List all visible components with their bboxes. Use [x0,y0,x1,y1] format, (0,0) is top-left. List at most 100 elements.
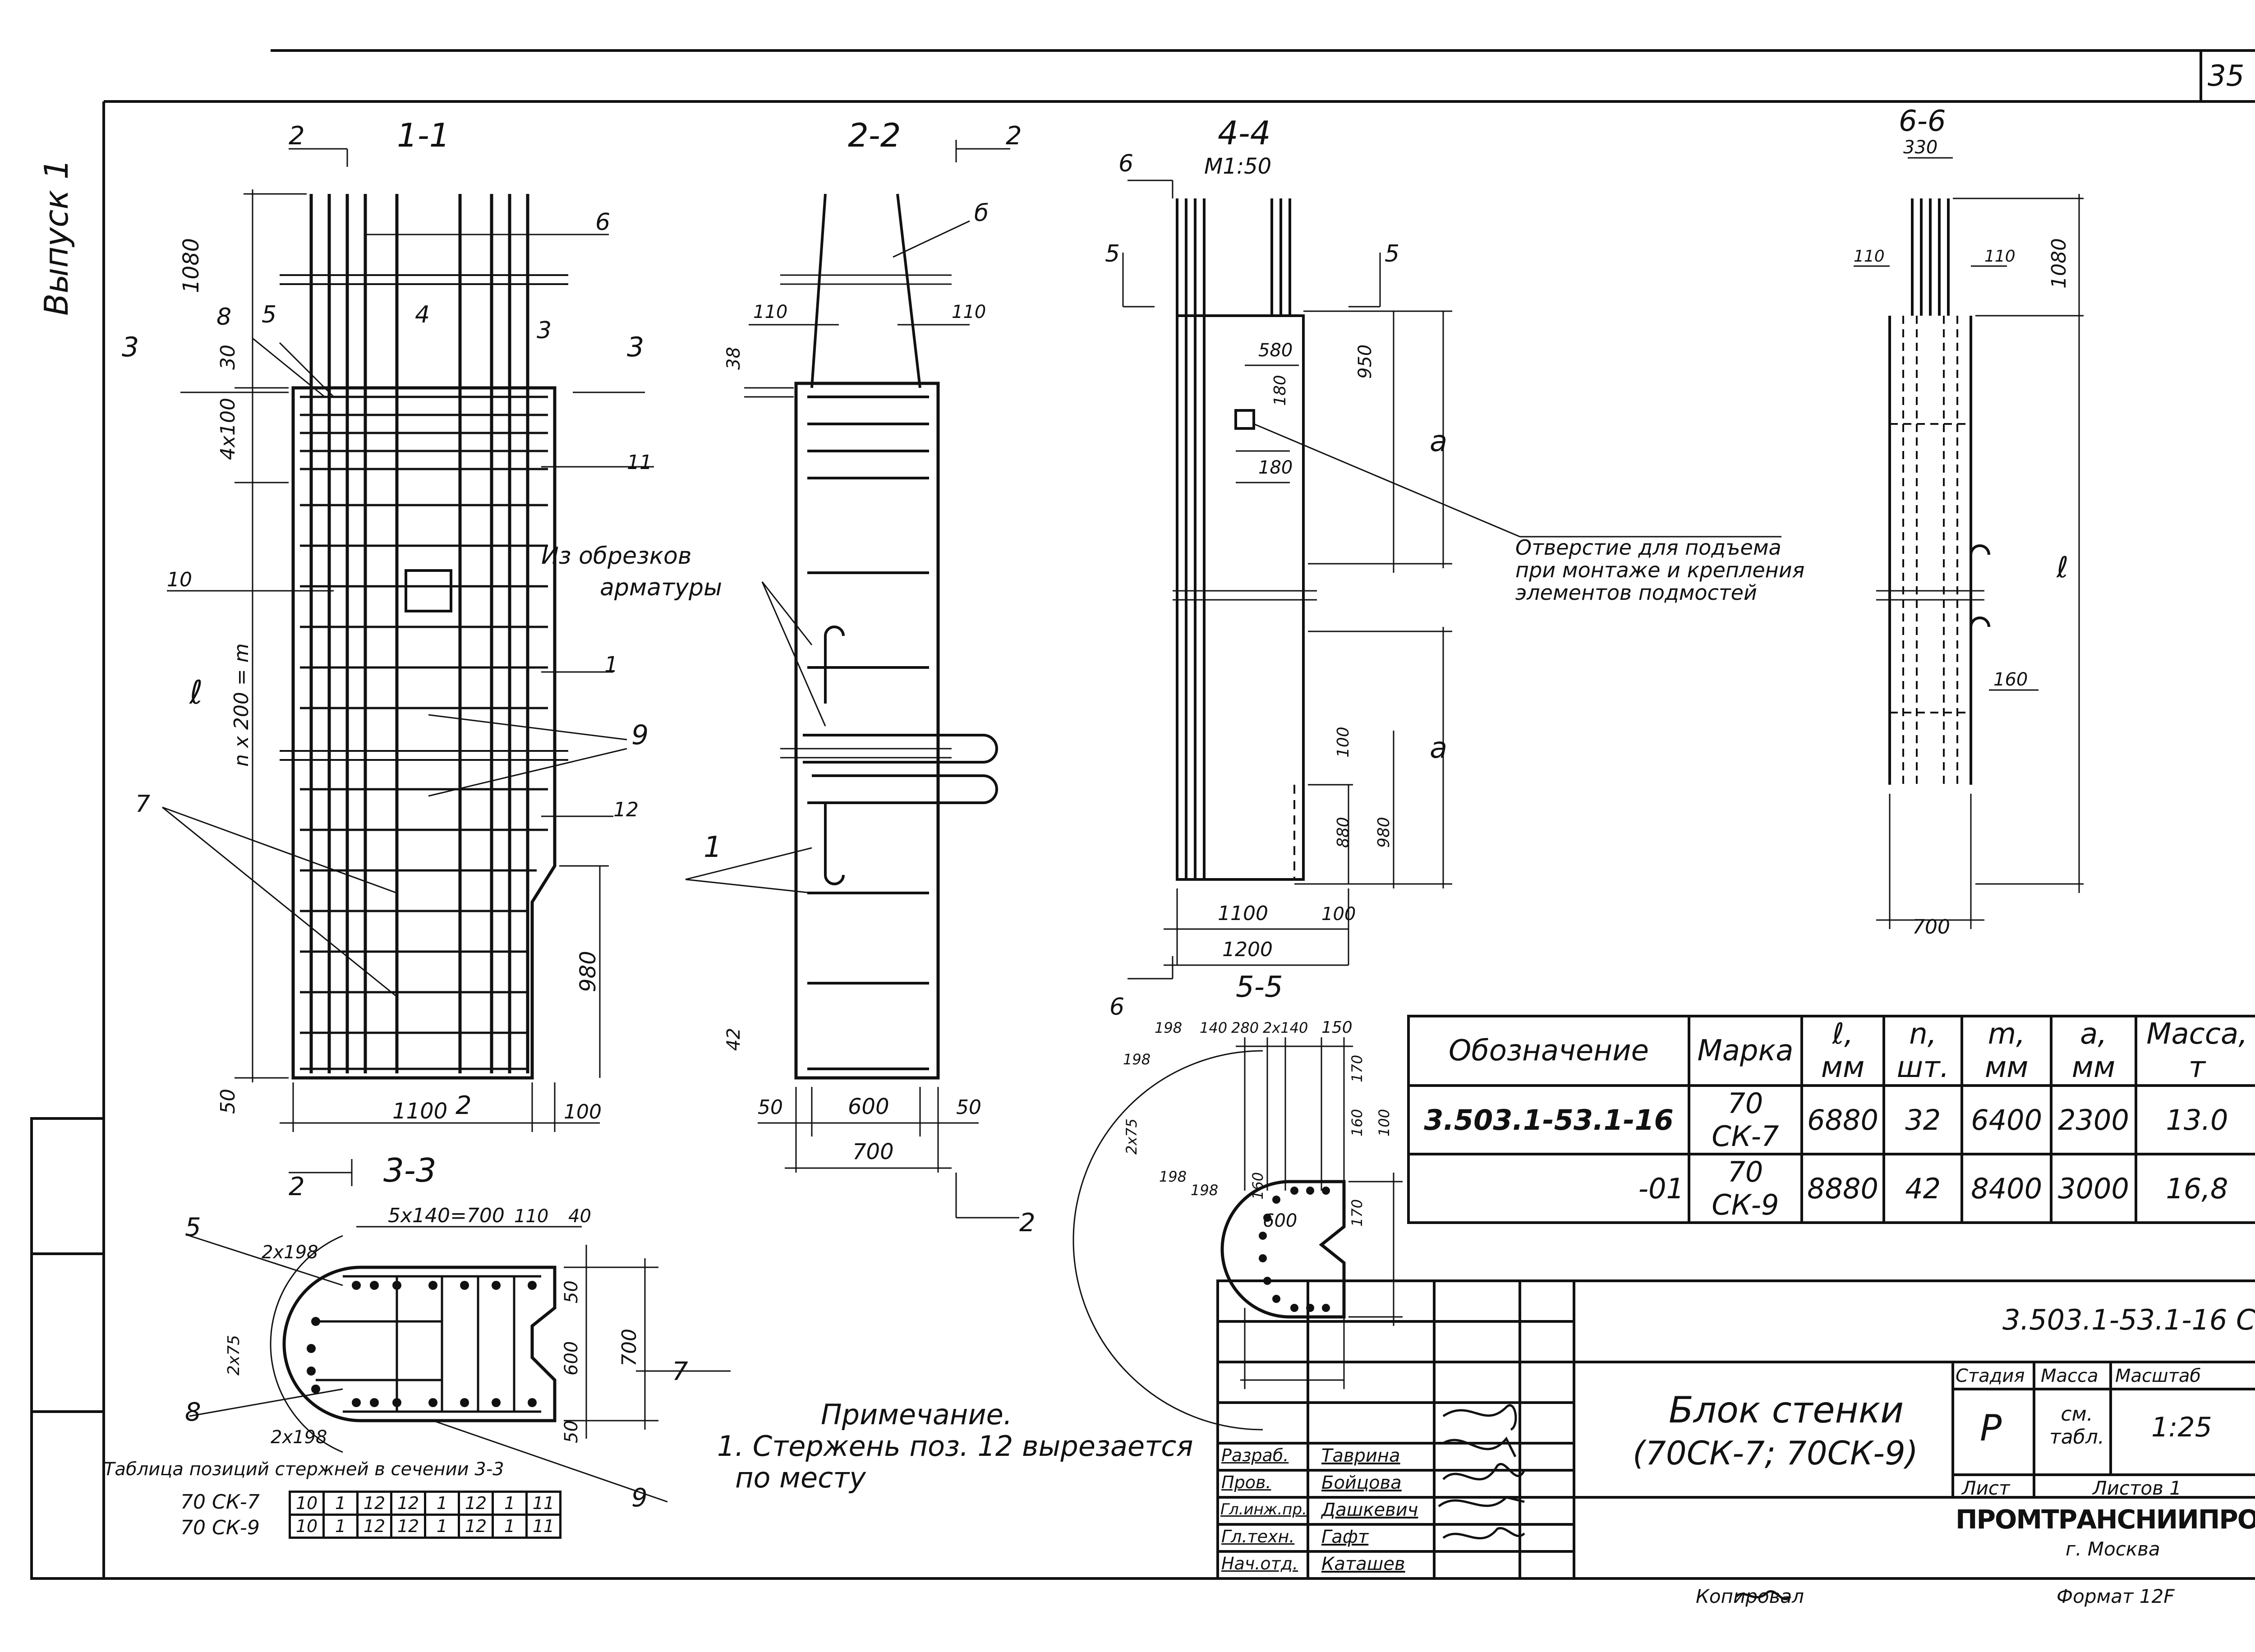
svg-text:6: 6 [1109,994,1124,1021]
svg-text:2: 2 [1006,121,1022,151]
svg-text:4: 4 [415,301,430,328]
pos-table-title: Таблица позиций стержней в сечении 3-3 [104,1459,504,1480]
svg-text:элементов подмостей: элементов подмостей [1515,580,1757,605]
stage-label: Стадия [1956,1366,2025,1386]
section-6-6-title: 6-6 [1899,105,1946,138]
svg-text:ℓ: ℓ [2056,551,2068,584]
svg-text:2x140: 2x140 [1263,1019,1308,1036]
svg-text:2: 2 [456,1091,472,1120]
svg-text:2x75: 2x75 [1123,1118,1140,1155]
scale-label: Масштаб [2115,1366,2201,1386]
svg-text:140: 140 [1200,1019,1227,1036]
issue-label: Выпуск 1 [37,159,75,316]
svg-text:2x198: 2x198 [271,1427,327,1448]
doc-code: 3.503.1-53.1-16 СБ [2002,1303,2255,1336]
col-m: m, мм [1960,1015,2053,1087]
svg-text:110: 110 [1854,247,1885,266]
svg-text:1080: 1080 [2048,238,2071,289]
col-mark: Марка [1688,1015,1803,1087]
svg-text:50: 50 [561,1280,582,1303]
svg-text:a: a [1430,732,1447,765]
svg-text:40: 40 [568,1206,591,1227]
col-mass: Масса, т [2134,1015,2255,1087]
svg-text:7: 7 [672,1357,688,1386]
svg-text:100: 100 [564,1100,602,1123]
svg-text:42: 42 [723,1028,744,1051]
svg-text:700: 700 [852,1139,894,1164]
staff-role-4: Гл.техн. [1221,1527,1295,1546]
svg-text:9: 9 [631,719,649,751]
svg-text:1080: 1080 [179,238,204,293]
note-line-2: по месту [735,1461,866,1494]
pos-table: 10 1 12 12 1 12 1 11 10 1 12 12 1 12 1 1… [289,1491,561,1539]
spec-table: Обозначение Марка ℓ, мм n, шт. m, мм a, … [1407,1015,2255,1224]
svg-text:2x198: 2x198 [262,1242,318,1263]
svg-text:110: 110 [952,302,986,322]
svg-text:11: 11 [627,451,652,474]
svg-text:980: 980 [575,951,601,992]
svg-text:110: 110 [1984,247,2016,266]
table-row: -01 70 СК-9 8880 42 8400 3000 16,8 [1407,1153,2255,1224]
org-city: г. Москва [2066,1538,2160,1560]
svg-text:6: 6 [595,209,610,236]
title-block [1216,1279,2255,1580]
svg-text:3: 3 [122,331,139,363]
svg-text:198: 198 [1159,1168,1187,1185]
svg-text:50: 50 [216,1089,239,1114]
section-2-2 [685,140,1019,1219]
svg-text:n x 200 = m: n x 200 = m [230,643,253,767]
copied-by: Копировал [1696,1585,1804,1607]
pos-row-2-mark: 70 СК-9 [180,1516,260,1539]
drawing-labels: 35 Выпуск 1 1-1 2 1080 3 3 5 8 4 3 6 30 … [37,60,2244,1513]
staff-role-1: Разраб. [1221,1445,1289,1465]
section-6-6 [1854,157,2084,929]
col-length: ℓ, мм [1800,1015,1886,1087]
svg-text:160: 160 [1249,1172,1266,1200]
svg-text:700: 700 [1912,916,1950,939]
staff-role-2: Пров. [1221,1473,1271,1492]
section-3-3 [189,1159,731,1503]
svg-text:170: 170 [1348,1199,1366,1227]
svg-text:170: 170 [1348,1055,1366,1082]
svg-text:880: 880 [1334,817,1353,848]
svg-text:160: 160 [1348,1109,1366,1137]
svg-text:Отверстие для подъема: Отверстие для подъема [1515,535,1781,560]
svg-text:5: 5 [1105,240,1120,267]
svg-text:б: б [974,200,989,227]
svg-text:2: 2 [289,1172,305,1201]
svg-text:100: 100 [1334,727,1353,758]
svg-text:1100: 1100 [1218,902,1268,925]
svg-text:8: 8 [185,1398,201,1427]
col-a: a, мм [2050,1015,2137,1087]
staff-name-2: Бойцова [1321,1473,1402,1493]
doc-name-line-1: Блок стенки [1669,1389,1904,1431]
svg-text:50: 50 [956,1096,981,1119]
col-designation: Обозначение [1407,1015,1690,1087]
signatures [1438,1404,1791,1601]
svg-text:50: 50 [561,1420,582,1443]
mass-label: Масса [2041,1366,2099,1386]
svg-text:100: 100 [1376,1109,1393,1137]
svg-text:М1:50: М1:50 [1204,154,1271,179]
svg-text:950: 950 [1355,345,1376,379]
svg-text:180: 180 [1258,457,1293,478]
svg-text:Из обрезков: Из обрезков [541,543,691,570]
svg-text:5x140=700: 5x140=700 [388,1204,505,1227]
svg-text:330: 330 [1903,137,1937,158]
section-5-5-title: 5-5 [1236,971,1283,1004]
svg-text:8: 8 [216,304,231,331]
svg-text:100: 100 [1321,904,1356,925]
svg-text:1: 1 [604,652,618,677]
stage-value: Р [1980,1407,2002,1449]
staff-name-5: Каташев [1321,1554,1405,1574]
svg-text:2x75: 2x75 [225,1335,243,1376]
section-5-5 [1072,1037,1403,1431]
svg-text:50: 50 [758,1096,783,1119]
svg-text:3: 3 [627,331,644,363]
svg-text:160: 160 [1993,669,2028,690]
svg-text:2: 2 [1019,1208,1035,1238]
note-title: Примечание. [821,1398,1012,1431]
svg-text:1100: 1100 [392,1099,447,1124]
section-4-4 [1122,179,1781,980]
